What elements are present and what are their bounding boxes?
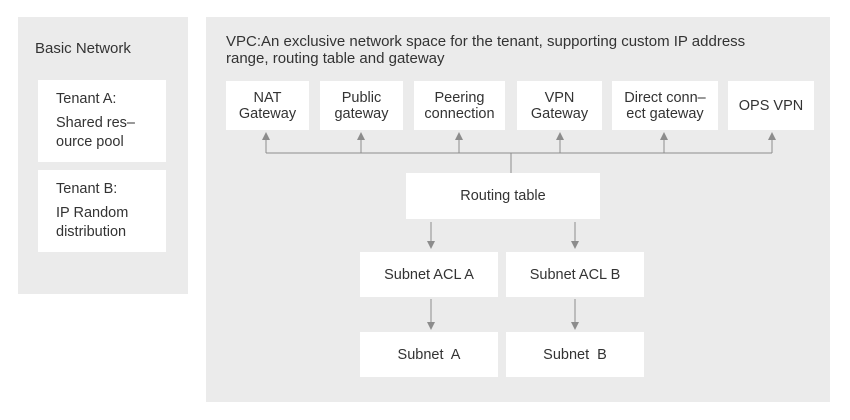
gateway-public-line2: gateway (334, 105, 389, 122)
gateway-direct-connect-line2: ect gateway (626, 105, 704, 122)
subnet-acl-a-label: Subnet ACL A (384, 266, 474, 283)
subnet-b: Subnet B (506, 332, 644, 377)
subnet-a: Subnet A (360, 332, 498, 377)
gateway-vpn-line1: VPN (544, 89, 575, 106)
gateway-nat-line2: Gateway (238, 105, 297, 122)
subnet-acl-a: Subnet ACL A (360, 252, 498, 297)
subnet-acl-b: Subnet ACL B (506, 252, 644, 297)
gateway-direct-connect-line1: Direct conn– (624, 89, 706, 106)
tenant-b-box: Tenant B: IP Random distribution (38, 170, 166, 252)
vpc-description: VPC:An exclusive network space for the t… (226, 33, 826, 67)
tenant-a-desc-line1: Shared res– (56, 115, 135, 131)
gateway-ops-vpn: OPS VPN (728, 81, 814, 130)
gateway-peering-line2: connection (424, 105, 495, 122)
tenant-b-desc-line2: distribution (56, 224, 127, 240)
gateway-direct-connect: Direct conn–ect gateway (612, 81, 718, 130)
tenant-a-box: Tenant A: Shared res– ource pool (38, 80, 166, 162)
gateway-vpn-line2: Gateway (530, 105, 589, 122)
tenant-b-desc-line1: IP Random (56, 205, 129, 221)
gateway-nat-line1: NAT (253, 89, 282, 106)
tenant-a-label: Tenant A: (56, 91, 117, 107)
subnet-acl-b-label: Subnet ACL B (529, 266, 621, 283)
basic-network-title: Basic Network (35, 40, 131, 57)
subnet-a-label: Subnet A (397, 346, 461, 363)
gateway-ops-vpn-line1: OPS VPN (738, 97, 804, 114)
vpc-description-line1: VPC:An exclusive network space for the t… (226, 33, 746, 50)
vpc-description-line2: range, routing table and gateway (226, 50, 445, 67)
tenant-b-label: Tenant B: (56, 181, 118, 197)
gateway-public-line1: Public (341, 89, 382, 106)
tenant-a-desc-line2: ource pool (56, 134, 124, 150)
routing-table-label: Routing table (460, 188, 546, 204)
subnet-b-label: Subnet B (543, 346, 607, 363)
gateway-peering-line1: Peering (434, 89, 485, 106)
routing-table: Routing table (406, 173, 600, 219)
